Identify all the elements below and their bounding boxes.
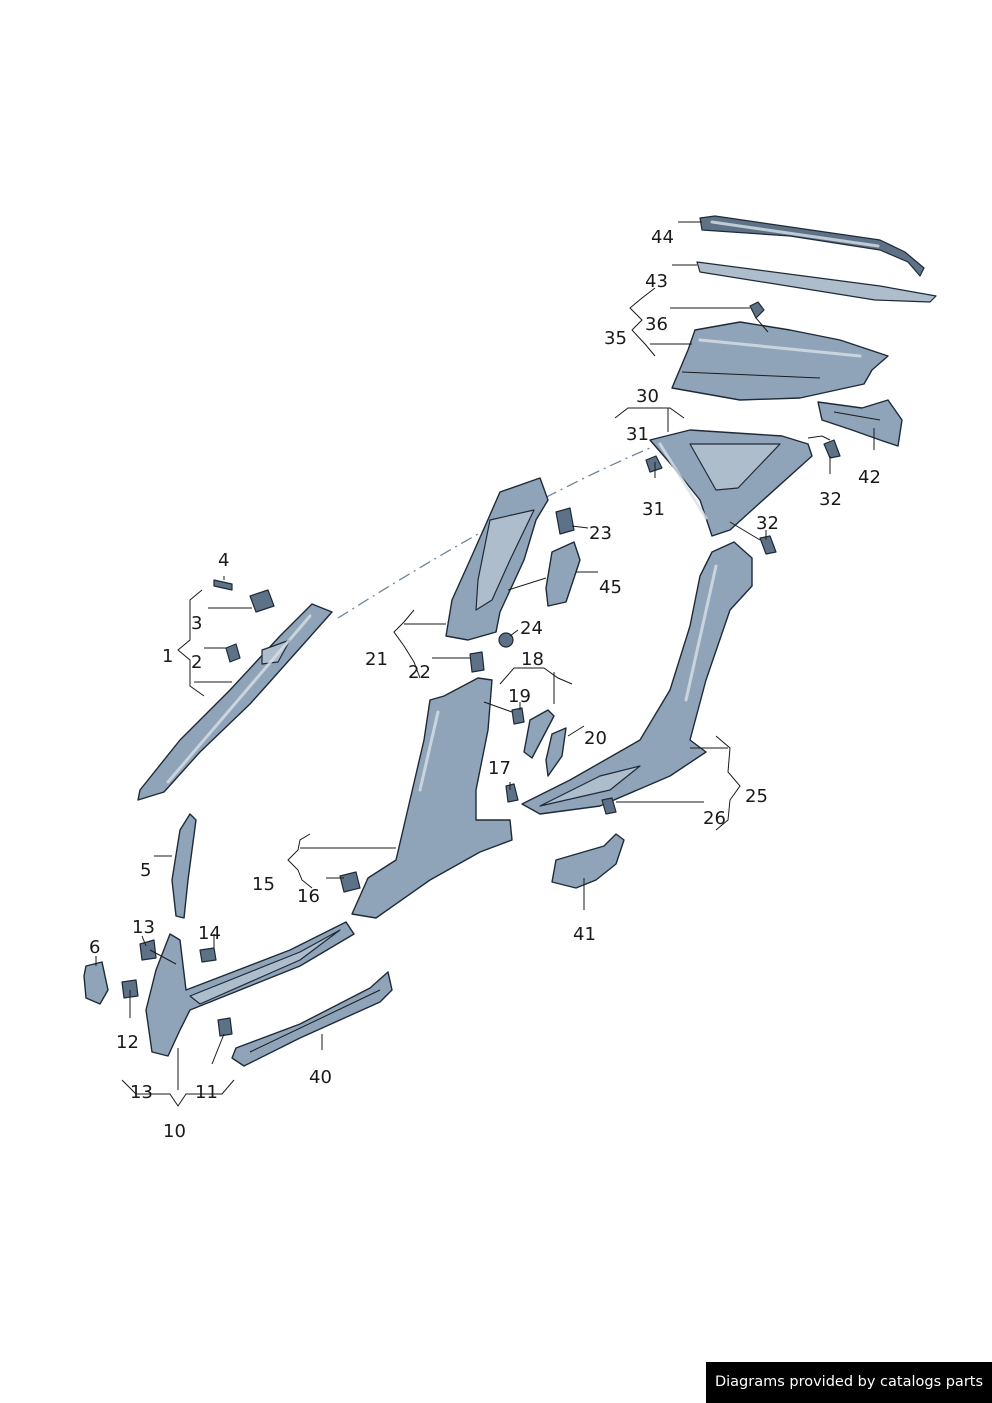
- callout-1: 1: [162, 646, 173, 667]
- callout-12: 12: [116, 1032, 139, 1053]
- callout-3: 3: [191, 613, 202, 634]
- part-40-sill-bracket[interactable]: [231, 971, 393, 1067]
- callout-16: 16: [297, 886, 320, 907]
- part-41-bracket[interactable]: [551, 833, 625, 889]
- part-23-clip[interactable]: [555, 507, 575, 535]
- callout-17: 17: [488, 758, 511, 779]
- callout-26: 26: [703, 808, 726, 829]
- callout-15: 15: [252, 874, 275, 895]
- callout-25: 25: [745, 786, 768, 807]
- callout-21: 21: [365, 649, 388, 670]
- callout-2: 2: [191, 652, 202, 673]
- callout-32-upper: 32: [819, 489, 842, 510]
- callout-30: 30: [636, 386, 659, 407]
- callout-41: 41: [573, 924, 596, 945]
- leader-lines: [95, 221, 875, 1107]
- callout-23: 23: [589, 523, 612, 544]
- part-31-clip[interactable]: [645, 455, 663, 473]
- callout-43: 43: [645, 271, 668, 292]
- part-30-d-pillar-trim[interactable]: [649, 429, 813, 537]
- part-4-bolt[interactable]: [213, 579, 233, 591]
- part-3-airbag-clip[interactable]: [249, 589, 275, 613]
- part-2-clip[interactable]: [225, 643, 241, 663]
- part-5-seal-strip[interactable]: [171, 813, 197, 919]
- part-24-nut[interactable]: [498, 632, 514, 648]
- callout-24: 24: [520, 618, 543, 639]
- callout-13-lower: 13: [130, 1082, 153, 1103]
- callout-6: 6: [89, 937, 100, 958]
- callout-20: 20: [584, 728, 607, 749]
- callout-10: 10: [163, 1121, 186, 1142]
- callout-19: 19: [508, 686, 531, 707]
- part-44-roof-rail[interactable]: [699, 215, 925, 277]
- callout-45: 45: [599, 577, 622, 598]
- callout-32-lower: 32: [756, 513, 779, 534]
- callout-40: 40: [309, 1067, 332, 1088]
- part-10-sill-trim[interactable]: [145, 921, 355, 1057]
- part-17-clip[interactable]: [505, 783, 519, 803]
- part-35-upper-trim[interactable]: [671, 321, 889, 401]
- part-13-clip[interactable]: [139, 939, 157, 961]
- part-42-bracket[interactable]: [817, 399, 903, 447]
- part-32-screw-upper[interactable]: [823, 439, 841, 459]
- callout-18: 18: [521, 649, 544, 670]
- callout-11: 11: [195, 1082, 218, 1103]
- part-12-clip[interactable]: [121, 979, 139, 999]
- callout-42: 42: [858, 467, 881, 488]
- part-14-screw[interactable]: [199, 947, 217, 963]
- callout-14: 14: [198, 923, 221, 944]
- part-32-screw-lower[interactable]: [759, 535, 777, 555]
- part-21-b-pillar-upper[interactable]: [445, 477, 549, 641]
- callout-4: 4: [218, 550, 229, 571]
- callout-5: 5: [140, 860, 151, 881]
- part-16-clip[interactable]: [339, 871, 361, 893]
- callout-35: 35: [604, 328, 627, 349]
- part-1-a-pillar-trim[interactable]: [137, 603, 333, 801]
- part-6-bracket[interactable]: [83, 961, 109, 1005]
- callout-22: 22: [408, 662, 431, 683]
- callout-36: 36: [645, 314, 668, 335]
- part-11-clip[interactable]: [217, 1017, 233, 1037]
- part-15-b-pillar-lower[interactable]: [351, 677, 513, 919]
- callout-labels: 44 43 36 35 30 31 31 42 32 32 23 45 24 2…: [89, 227, 881, 1142]
- part-45-height-adjuster[interactable]: [545, 541, 581, 607]
- part-26-clip[interactable]: [601, 797, 617, 815]
- part-19-clip[interactable]: [511, 707, 525, 725]
- part-36-clip[interactable]: [749, 301, 765, 319]
- part-43-trim-strip[interactable]: [696, 261, 937, 303]
- callout-31-upper: 31: [626, 424, 649, 445]
- credit-banner: Diagrams provided by catalogs parts: [706, 1362, 992, 1403]
- part-18-trim-insert[interactable]: [523, 709, 555, 759]
- callout-44: 44: [651, 227, 674, 248]
- part-20-trim-insert[interactable]: [545, 727, 567, 777]
- part-22-clip[interactable]: [469, 651, 485, 673]
- callout-13-upper: 13: [132, 917, 155, 938]
- part-25-c-pillar-lower[interactable]: [521, 541, 753, 815]
- callout-31-lower: 31: [642, 499, 665, 520]
